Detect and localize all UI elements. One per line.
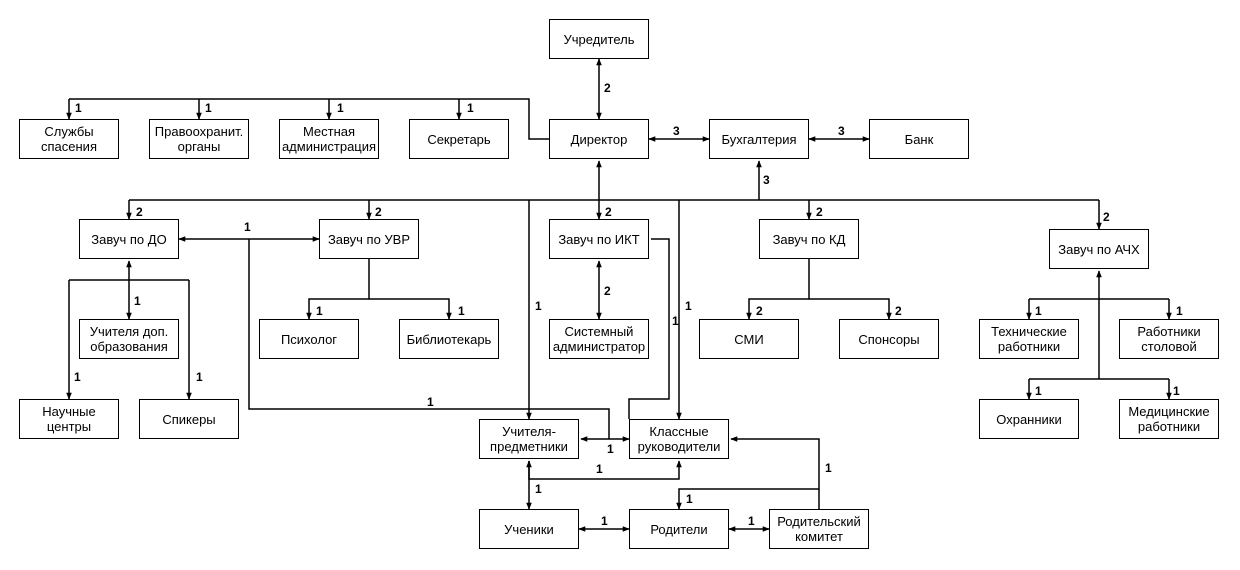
node-media: СМИ [699, 319, 799, 359]
edge-ikt-class [628, 238, 670, 419]
edge-label: 1 [316, 304, 323, 318]
node-class-teachers: Классные руководители [629, 419, 729, 459]
edge-kd-branch [746, 259, 810, 320]
edge-label: 1 [601, 514, 608, 528]
node-students: Ученики [479, 509, 579, 549]
node-secretary: Секретарь [409, 119, 509, 159]
edge-label: 2 [604, 284, 611, 298]
edge-label: 1 [1035, 304, 1042, 318]
node-dep-ikt: Завуч по ИКТ [549, 219, 649, 259]
node-science: Научные центры [19, 399, 119, 439]
edge-kd-sponsors [809, 298, 892, 320]
edge-label: 1 [686, 492, 693, 506]
node-parent-committee: Родительский комитет [769, 509, 869, 549]
edge-label: 1 [74, 370, 81, 384]
edge-label: 2 [1103, 210, 1110, 224]
node-dep-kd: Завуч по КД [759, 219, 859, 259]
edge-committee-parents [676, 488, 819, 510]
node-director: Директор [549, 119, 649, 159]
edge-label: 1 [1035, 384, 1042, 398]
node-tech-staff: Технические работники [979, 319, 1079, 359]
edge-label: 1 [427, 395, 434, 409]
edge-uvr-lib [369, 298, 452, 320]
edge-label: 1 [134, 294, 141, 308]
edge-label: 1 [685, 299, 692, 313]
edge-label: 1 [458, 304, 465, 318]
edge-label: 2 [895, 304, 902, 318]
node-guards: Охранники [979, 399, 1079, 439]
node-speakers: Спикеры [139, 399, 239, 439]
node-add-teachers: Учителя доп. образования [79, 319, 179, 359]
node-librarian: Библиотекарь [399, 319, 499, 359]
edge-label: 3 [763, 173, 770, 187]
edge-label: 1 [748, 514, 755, 528]
edge-label: 1 [75, 101, 82, 115]
edge-label: 2 [816, 205, 823, 219]
edge-uvr-branch [306, 259, 370, 320]
edge-label: 2 [375, 205, 382, 219]
edge-label: 1 [596, 462, 603, 476]
node-rescue: Службы спасения [19, 119, 119, 159]
edge-label: 2 [756, 304, 763, 318]
edge-label: 1 [244, 220, 251, 234]
edge-label: 3 [673, 124, 680, 138]
edge-label: 2 [136, 205, 143, 219]
edge-label: 1 [1173, 384, 1180, 398]
node-local-admin: Местная администрация [279, 119, 379, 159]
edge-class-committee [730, 436, 820, 509]
edge-label: 3 [838, 124, 845, 138]
edge-uvr-subject-teachers [248, 239, 610, 439]
node-canteen: Работники столовой [1119, 319, 1219, 359]
edge-label: 1 [337, 101, 344, 115]
edge-label: 1 [825, 461, 832, 475]
node-medical: Медицинские работники [1119, 399, 1219, 439]
edge-label: 1 [196, 370, 203, 384]
node-psychologist: Психолог [259, 319, 359, 359]
node-subject-teachers: Учителя- предметники [479, 419, 579, 459]
edge-label: 1 [672, 314, 679, 328]
edge-top-bus [69, 98, 549, 140]
node-parents: Родители [629, 509, 729, 549]
edge-label: 1 [535, 299, 542, 313]
node-dep-do: Завуч по ДО [79, 219, 179, 259]
edge-label: 2 [604, 81, 611, 95]
edge-label: 1 [535, 482, 542, 496]
node-accounting: Бухгалтерия [709, 119, 809, 159]
node-bank: Банк [869, 119, 969, 159]
node-sysadmin: Системный администратор [549, 319, 649, 359]
edge-label: 1 [467, 101, 474, 115]
edge-label: 1 [205, 101, 212, 115]
edge-label: 1 [1176, 304, 1183, 318]
edge-subject-class-bottom [528, 460, 682, 480]
node-sponsors: Спонсоры [839, 319, 939, 359]
node-founder: Учредитель [549, 19, 649, 59]
edge-label: 1 [607, 442, 614, 456]
node-dep-ahch: Завуч по АЧХ [1049, 229, 1149, 269]
node-dep-uvr: Завуч по УВР [319, 219, 419, 259]
edge-label: 2 [605, 205, 612, 219]
node-law: Правоохранит. органы [149, 119, 249, 159]
